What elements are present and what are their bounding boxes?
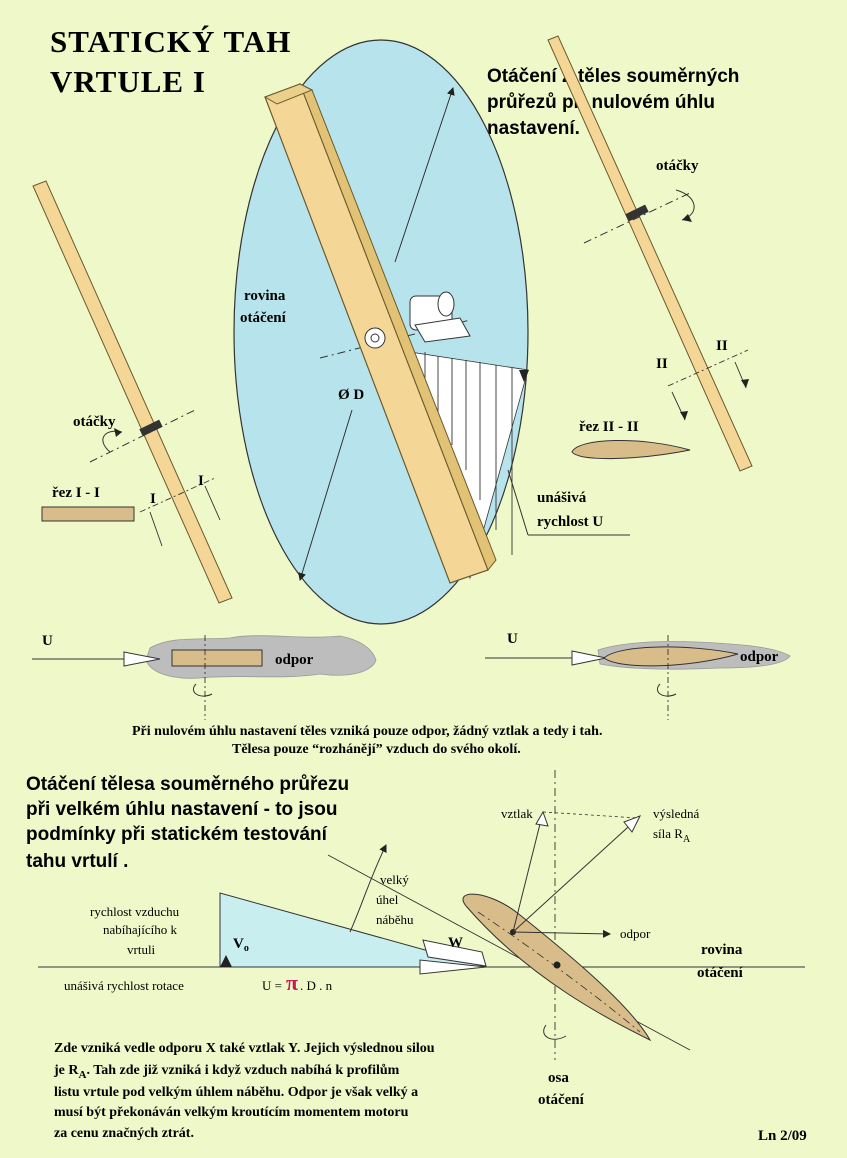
- section-1-rectangle: [41, 506, 135, 522]
- vysledna-label-1: výsledná: [653, 806, 699, 821]
- note-3: listu vrtule pod velkým úhlem náběhu. Od…: [54, 1085, 418, 1100]
- velky-uhel-2: úhel: [376, 892, 399, 907]
- rovina-label-1: rovina: [244, 288, 286, 304]
- heading-top-2: průřezů při nulovém úhlu: [487, 92, 715, 113]
- note-5: za cenu značných ztrát.: [54, 1126, 194, 1141]
- otacky-right-label: otáčky: [656, 158, 699, 174]
- unasiva-label-2: rychlost U: [537, 514, 603, 530]
- section-2-profile: [571, 440, 691, 460]
- rovina-bottom-1: rovina: [701, 942, 743, 958]
- flow-right: [485, 635, 791, 720]
- rychlost-vzduchu-1: rychlost vzduchu: [90, 904, 180, 919]
- odpor-left-label: odpor: [275, 652, 314, 668]
- airfoil-diagram: [38, 770, 805, 1060]
- rez-2-label: řez II - II: [579, 419, 639, 435]
- U-right-label: U: [507, 631, 518, 647]
- flow-left: [32, 635, 377, 720]
- mark-II-b: II: [716, 338, 728, 354]
- rez-1-label: řez I - I: [52, 485, 100, 501]
- heading-top-3: nastavení.: [487, 118, 580, 139]
- velky-uhel-3: náběhu: [376, 912, 414, 927]
- U-left-label: U: [42, 633, 53, 649]
- vysledna-label-2: síla RA: [653, 826, 691, 845]
- vztlak-label: vztlak: [501, 806, 533, 821]
- title-line-1: STATICKÝ TAH: [50, 24, 291, 59]
- rychlost-vzduchu-3: vrtuli: [127, 942, 156, 957]
- note-4: musí být překonáván velkým kroutícím mom…: [54, 1105, 409, 1120]
- unasiva-label-1: unášivá: [537, 490, 587, 506]
- caption-middle-2: Tělesa pouze “rozhánějí” vzduch do svého…: [232, 742, 521, 757]
- odpor-bottom-label: odpor: [620, 926, 651, 941]
- velky-uhel-1: velký: [380, 872, 409, 887]
- rychlost-vzduchu-2: nabíhajícího k: [103, 922, 178, 937]
- rovina-bottom-2: otáčení: [697, 965, 744, 981]
- rod-left: [32, 180, 233, 604]
- otacky-left-label: otáčky: [73, 414, 116, 430]
- mark-I-a: I: [150, 491, 156, 507]
- mark-II-a: II: [656, 356, 668, 372]
- blade-board-center: [263, 82, 497, 584]
- heading-bottom-2: při velkém úhlu nastavení - to jsou: [26, 799, 337, 820]
- heading-bottom-1: Otáčení tělesa souměrného průřezu: [26, 774, 349, 795]
- title-line-2: VRTULE I: [50, 64, 206, 99]
- note-2: je RA. Tah zde již vzniká i když vzduch …: [53, 1063, 400, 1081]
- mark-I-b: I: [198, 473, 204, 489]
- diameter-label: Ø D: [338, 387, 364, 403]
- velocity-distribution: [409, 351, 529, 580]
- caption-middle-1: Při nulovém úhlu nastavení těles vzniká …: [132, 724, 602, 739]
- heading-bottom-4: tahu vrtulí .: [26, 851, 128, 872]
- rod-right: [547, 35, 753, 472]
- odpor-right-label: odpor: [740, 649, 779, 665]
- V0-label: Vo: [233, 936, 249, 954]
- W-label: W: [448, 935, 463, 951]
- footer-label: Ln 2/09: [758, 1128, 807, 1144]
- formula: U =π. D . n: [262, 970, 333, 995]
- rovina-label-2: otáčení: [240, 310, 287, 326]
- heading-bottom-3: podmínky při statickém testování: [26, 824, 328, 845]
- osa-label-1: osa: [548, 1070, 569, 1086]
- osa-label-2: otáčení: [538, 1092, 585, 1108]
- heading-top-1: Otáčení 2 těles souměrných: [487, 66, 739, 87]
- hub-shaft: [409, 291, 471, 343]
- unasiva-rotace-label: unášivá rychlost rotace: [64, 978, 184, 993]
- note-1: Zde vzniká vedle odporu X také vztlak Y.…: [54, 1041, 435, 1056]
